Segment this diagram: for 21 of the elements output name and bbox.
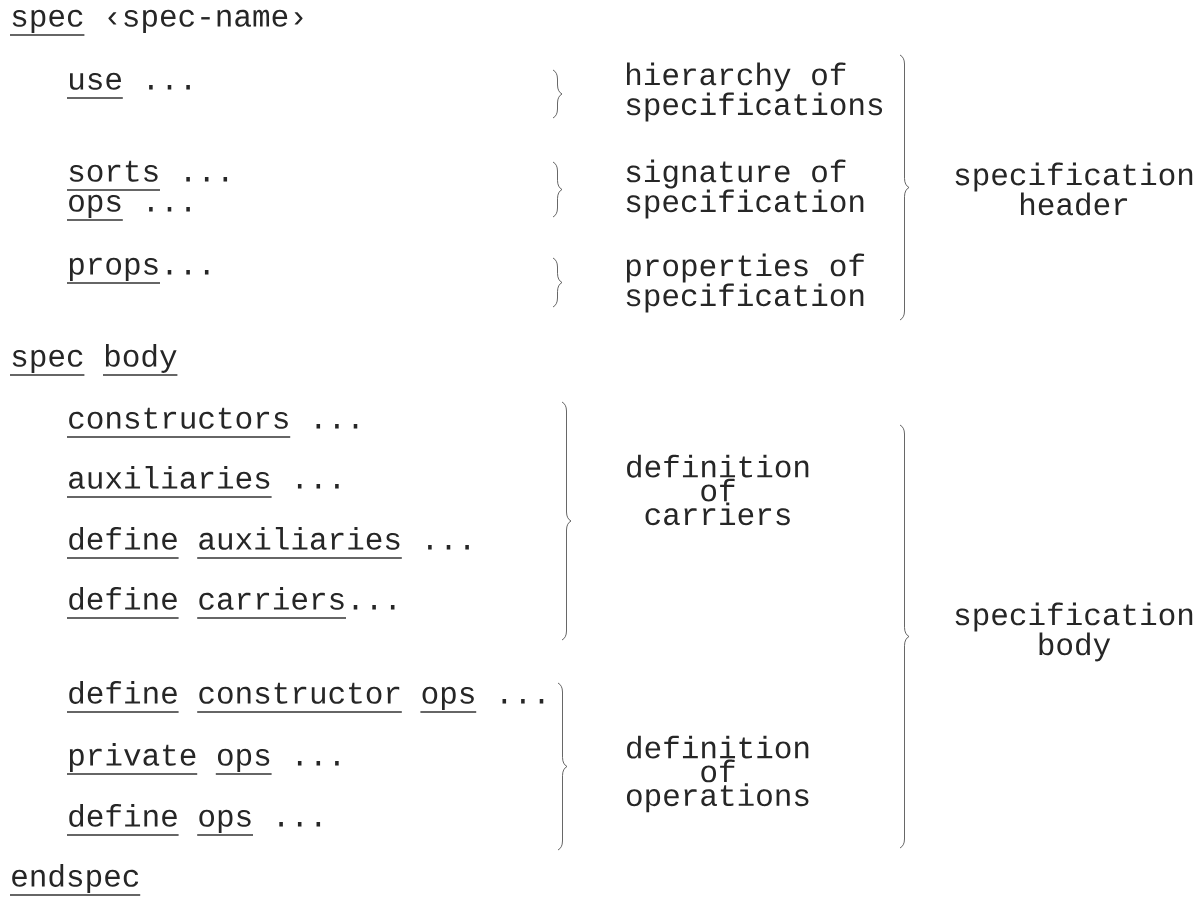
code-line: endspec (9, 864, 141, 896)
annotation-text: specification body (955, 602, 1193, 662)
code-line: define carriers... (66, 587, 395, 619)
code-line: define auxiliaries ... (66, 527, 469, 559)
annotation-text: definition of carriers (627, 454, 809, 526)
annotation-text: definition of operations (626, 735, 809, 813)
annotation-text: specification header (955, 162, 1193, 216)
code-line: ops ... (66, 194, 190, 221)
code-line: private ops ... (66, 743, 339, 775)
annotation-text: hierarchy of specifications (626, 62, 883, 122)
code-line: auxiliaries ... (66, 466, 339, 498)
code-line: constructors ... (66, 407, 358, 438)
code-line: define constructor ops ... (66, 681, 544, 713)
code-line: props... (66, 257, 209, 284)
annotation-text: properties of specification (626, 253, 865, 313)
annotation-text: signature of specification (626, 159, 864, 219)
code-line: sorts ... (66, 160, 228, 191)
code-line: define ops ... (66, 804, 321, 836)
code-line: spec body (9, 344, 179, 376)
code-line: use ... (66, 72, 190, 99)
code-line: spec ‹spec-name› (9, 9, 303, 36)
